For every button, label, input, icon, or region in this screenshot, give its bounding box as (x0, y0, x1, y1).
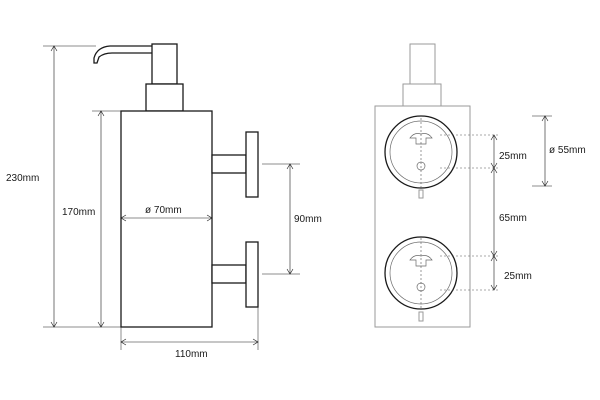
lower-set-screw (418, 311, 424, 322)
label-total-height: 230mm (6, 173, 39, 184)
upper-wall-plate (245, 131, 259, 198)
label-bracket-spacing: 90mm (294, 214, 322, 225)
upper-keyhole-icon (409, 133, 433, 145)
pump-collar-back (402, 83, 442, 107)
label-screw-gap-bottom: 25mm (504, 271, 532, 282)
back-view (374, 43, 471, 328)
pump-collar (145, 83, 184, 112)
lower-wall-plate-circle (384, 236, 458, 310)
lower-bracket-arm (211, 264, 247, 284)
label-screw-gap-top: 25mm (499, 151, 527, 162)
back-view-dimensions: 25mm 65mm 25mm ø 55mm (440, 115, 586, 291)
upper-bracket-arm (211, 154, 247, 174)
dispenser-body (120, 110, 213, 328)
label-depth: 110mm (175, 349, 208, 360)
side-view-dimensions: 230mm 170mm ø 70mm 90mm 110mm (6, 45, 322, 360)
lower-keyhole-icon (409, 255, 433, 267)
pump-head-back (409, 43, 436, 85)
label-plate-spacing: 65mm (499, 213, 527, 224)
pump-head (151, 43, 178, 85)
label-body-height: 170mm (62, 207, 95, 218)
label-body-diameter: ø 70mm (145, 205, 182, 216)
lower-wall-plate (245, 241, 259, 308)
side-view (93, 43, 259, 328)
label-plate-diameter: ø 55mm (549, 145, 586, 156)
pump-spout (93, 45, 152, 64)
upper-set-screw (418, 189, 424, 199)
